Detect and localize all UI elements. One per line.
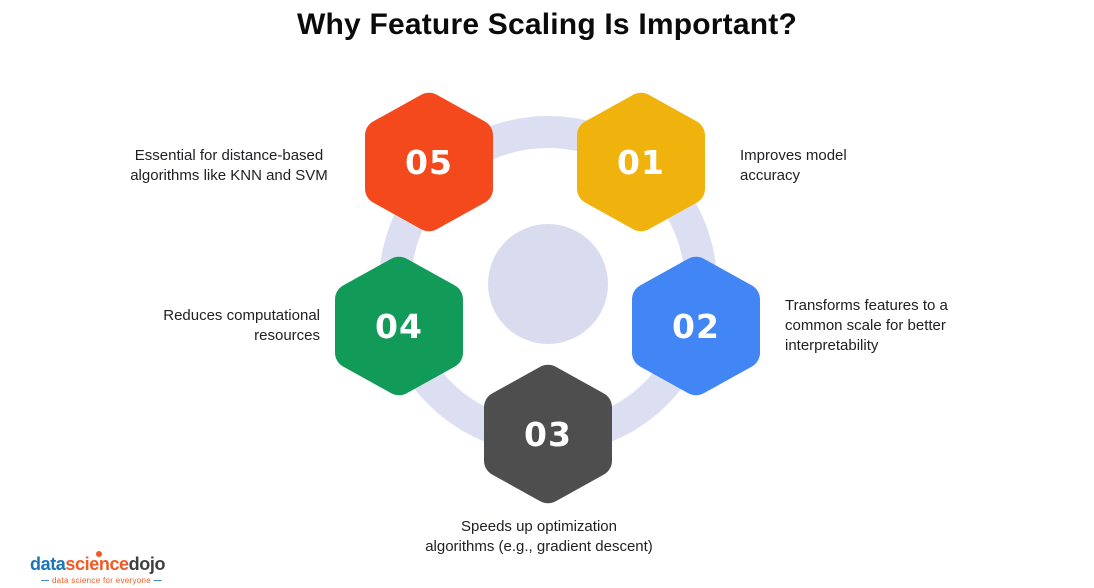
hexagon-05-label: Essential for distance-based algorithms …: [130, 147, 328, 184]
center-circle-icon: [488, 224, 608, 344]
hexagon-01: 01: [577, 91, 705, 233]
hexagon-05: 05: [365, 91, 493, 233]
hexagon-shape-icon: [632, 256, 760, 396]
hexagon-05-fill: [365, 92, 493, 232]
hexagon-01-number: 01: [617, 142, 665, 182]
logo-wordmark: datasciencedojo: [30, 551, 190, 575]
logo-word-data: data: [30, 554, 66, 574]
hexagon-03-fill: [484, 364, 612, 504]
tagline-text: data science for everyone: [51, 576, 152, 585]
hexagon-shape-icon: [577, 92, 705, 232]
hexagon-shape-icon: [365, 92, 493, 232]
hexagon-02-fill: [632, 256, 760, 396]
hexagon-04-label: Reduces computational resources: [163, 307, 320, 344]
hexagon-04-number: 04: [375, 306, 423, 346]
hexagon-01-fill: [577, 92, 705, 232]
hexagon-shape-icon: [484, 364, 612, 504]
hexagon-03-number: 03: [524, 414, 572, 454]
logo-tagline: — data science for everyone —: [30, 576, 173, 585]
hexagon-shape-icon: [335, 256, 463, 396]
hexagon-02: 02: [632, 255, 760, 397]
logo-person-dot-icon: [96, 551, 102, 557]
hexagon-03-label: Speeds up optimization algorithms (e.g.,…: [425, 518, 653, 555]
logo-word-science: science: [65, 554, 129, 574]
hexagon-05-number: 05: [405, 142, 453, 182]
tagline-left-dash: —: [41, 576, 50, 585]
hexagon-04: 04: [335, 255, 463, 397]
logo-word-dojo: dojo: [128, 554, 166, 574]
hexagon-02-number: 02: [672, 306, 720, 346]
datasciencedojo-logo: datasciencedojo — data science for every…: [30, 549, 190, 585]
hexagon-04-fill: [335, 256, 463, 396]
hexagon-02-label: Transforms features to a common scale fo…: [785, 297, 948, 354]
hexagon-03: 03: [484, 363, 612, 505]
page-title: Why Feature Scaling Is Important?: [296, 8, 797, 41]
hexagon-01-label: Improves model accuracy: [740, 147, 847, 184]
tagline-right-dash: —: [153, 576, 162, 585]
